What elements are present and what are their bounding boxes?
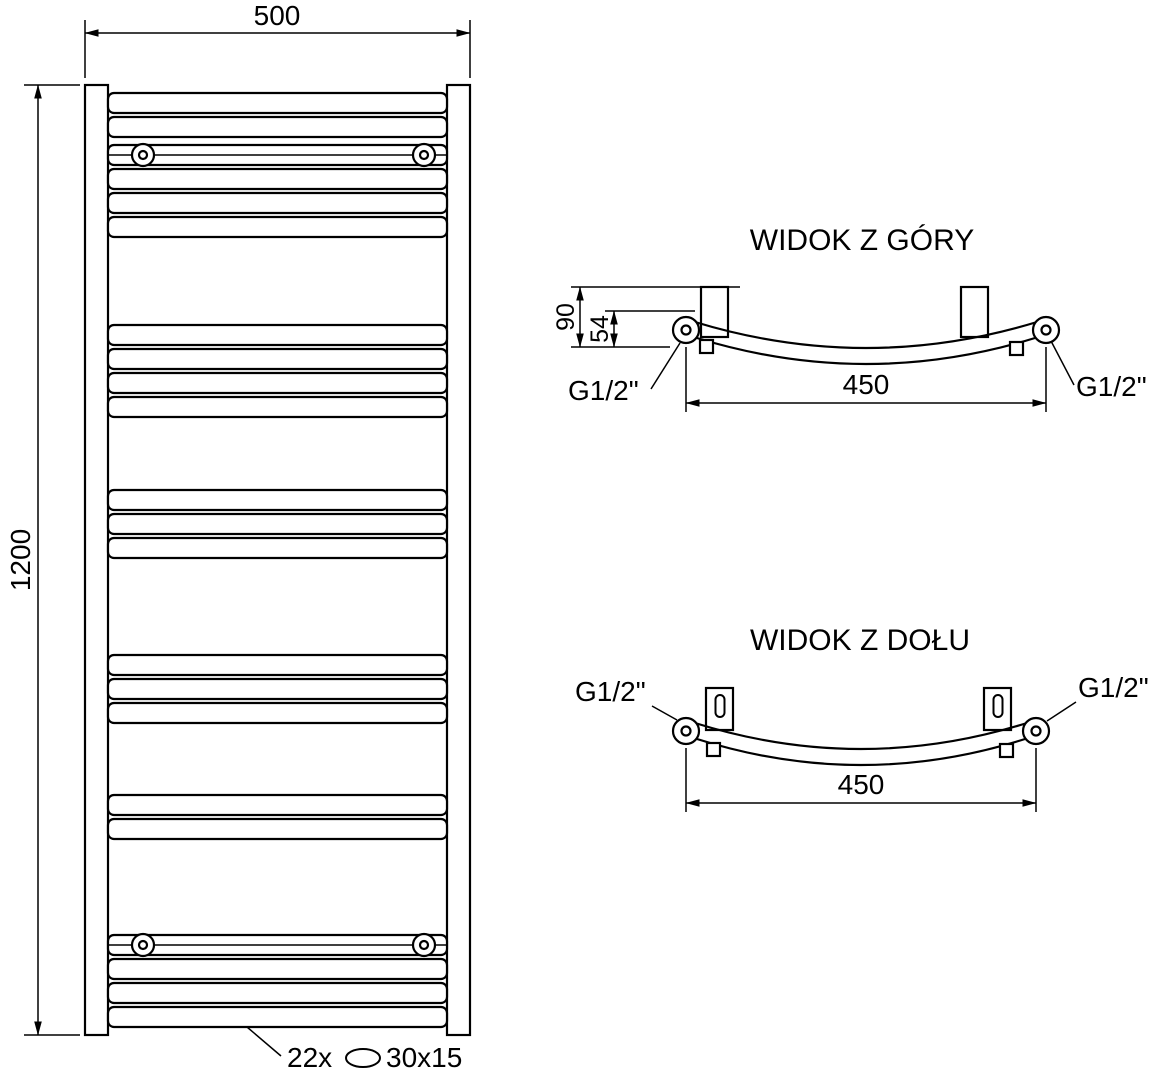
- mounting-bracket-row-top: [108, 142, 447, 168]
- tube-profile-note: 22x 30x15: [246, 1026, 462, 1073]
- thread-fitting-left-bore: [680, 725, 692, 737]
- thread-label-left: G1/2": [568, 342, 681, 406]
- radiator-tube: [106, 191, 449, 215]
- radiator-tube: [106, 981, 449, 1005]
- tube-curve-front-edge: [694, 320, 1038, 350]
- tube-curve-back-edge: [696, 737, 1026, 767]
- tube-curve-back-edge: [696, 336, 1036, 366]
- radiator-tube: [106, 167, 449, 191]
- height-dimension-value: 1200: [5, 529, 36, 591]
- bottom-view-title: WIDOK Z DOŁU: [750, 624, 970, 657]
- mounting-hole-center: [137, 939, 149, 951]
- thread-label-right: G1/2": [1050, 340, 1147, 402]
- thread-label-right: G1/2": [1046, 672, 1149, 722]
- leader-line: [1046, 701, 1077, 722]
- span-dimension-value: 450: [838, 769, 885, 800]
- thread-label-left: G1/2": [575, 676, 678, 721]
- right-collector: [445, 83, 472, 1037]
- top-view: WIDOK Z GÓRY 90 54 G1/2": [552, 224, 1147, 412]
- span-dimension: 450: [685, 347, 1047, 412]
- leader-line: [650, 342, 681, 390]
- radiator-tube: [106, 512, 449, 536]
- thread-fitting-left-bore: [680, 324, 692, 336]
- wall-bracket-right: [959, 285, 990, 339]
- radiator-tube: [106, 817, 449, 841]
- radiator-tube: [106, 701, 449, 725]
- thread-size-label: G1/2": [1078, 672, 1149, 703]
- thread-size-label: G1/2": [575, 676, 646, 707]
- span-dimension: 450: [685, 748, 1037, 812]
- radiator-tube: [106, 323, 449, 347]
- axis-dimension-54: 54: [586, 310, 695, 348]
- radiator-tube: [106, 793, 449, 817]
- mounting-hole-center: [137, 149, 149, 161]
- radiator-tube: [106, 536, 449, 560]
- radiator-tube: [106, 1005, 449, 1029]
- radiator-tube: [106, 371, 449, 395]
- top-view-title: WIDOK Z GÓRY: [750, 224, 974, 257]
- radiator-tube: [106, 957, 449, 981]
- leader-line: [1050, 340, 1075, 386]
- tube-curve-front-edge: [694, 721, 1028, 751]
- connection-stub: [998, 742, 1015, 759]
- axis-dimension-value: 54: [586, 315, 614, 343]
- mounting-hole-center: [418, 939, 430, 951]
- radiator-tube: [106, 395, 449, 419]
- height-dimension: 1200: [5, 84, 80, 1036]
- mounting-bracket-row-bottom: [108, 932, 447, 958]
- width-dimension-value: 500: [254, 0, 301, 31]
- width-dimension: 500: [84, 0, 471, 78]
- connection-stub: [698, 338, 715, 355]
- depth-dimension-value: 90: [552, 303, 580, 331]
- radiator-tube: [106, 115, 449, 139]
- leader-line: [651, 705, 678, 721]
- radiator-tube: [106, 91, 449, 115]
- radiator-tube: [106, 488, 449, 512]
- connection-stub: [705, 741, 722, 758]
- radiator-tubes: [106, 91, 449, 1029]
- oval-profile-icon: [345, 1048, 381, 1068]
- radiator-tube: [106, 347, 449, 371]
- thread-size-label: G1/2": [1076, 371, 1147, 402]
- connection-stub: [1008, 340, 1025, 357]
- depth-dimension-90: 90: [552, 286, 740, 348]
- bottom-view: WIDOK Z DOŁU G1/2" G1/2" 4: [575, 624, 1149, 812]
- thread-fitting-right-bore: [1030, 725, 1042, 737]
- span-dimension-value: 450: [843, 369, 890, 400]
- tube-count-label: 22x: [287, 1042, 332, 1073]
- radiator-tube: [106, 677, 449, 701]
- tube-profile-label: 30x15: [386, 1042, 462, 1073]
- leader-line: [246, 1026, 282, 1057]
- thread-fitting-right-bore: [1040, 324, 1052, 336]
- front-view: 500 1200: [5, 0, 472, 1073]
- bracket-slot: [992, 694, 1004, 718]
- radiator-tube: [106, 653, 449, 677]
- mounting-hole-center: [418, 149, 430, 161]
- radiator-tube: [106, 215, 449, 239]
- thread-size-label: G1/2": [568, 375, 639, 406]
- bracket-slot: [714, 694, 726, 718]
- left-collector: [83, 83, 110, 1037]
